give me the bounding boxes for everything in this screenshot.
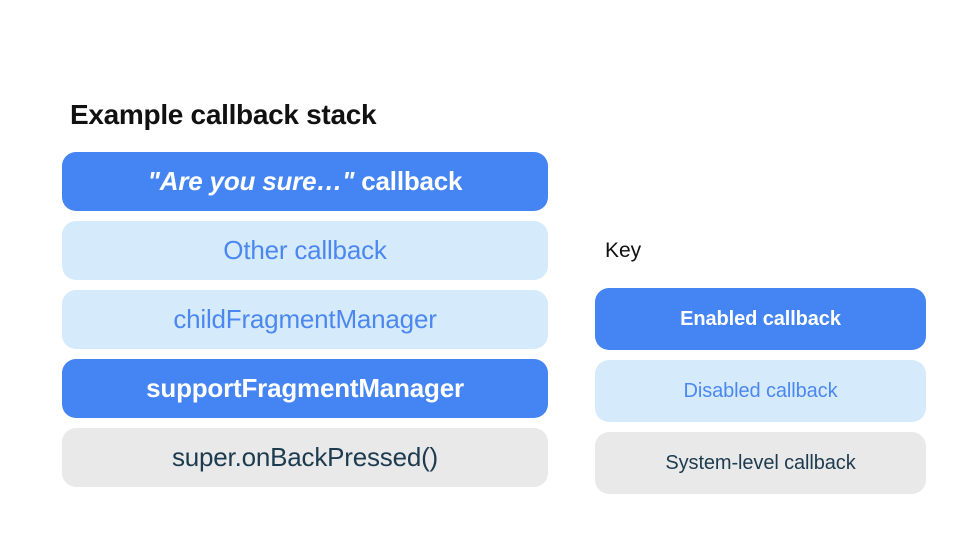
stack-box-support-fragment-manager: supportFragmentManager [62,359,548,418]
key-item-enabled-callback: Enabled callback [595,288,926,350]
key-item-system-level-callback: System-level callback [595,432,926,494]
stack-box-other-callback: Other callback [62,221,548,280]
diagram-title: Example callback stack [70,99,377,130]
callback-stack: "Are you sure…" callback Other callback … [62,152,548,487]
stack-box-super-on-back-pressed: super.onBackPressed() [62,428,548,487]
key-item-disabled-callback: Disabled callback [595,360,926,422]
stack-box-label-rest: callback [354,166,463,196]
stack-box-child-fragment-manager: childFragmentManager [62,290,548,349]
stack-box-quoted-label: "Are you sure…" [147,166,355,196]
stack-box-are-you-sure-callback: "Are you sure…" callback [62,152,548,211]
key-heading: Key [605,239,642,262]
key-legend: Enabled callback Disabled callback Syste… [595,288,926,494]
